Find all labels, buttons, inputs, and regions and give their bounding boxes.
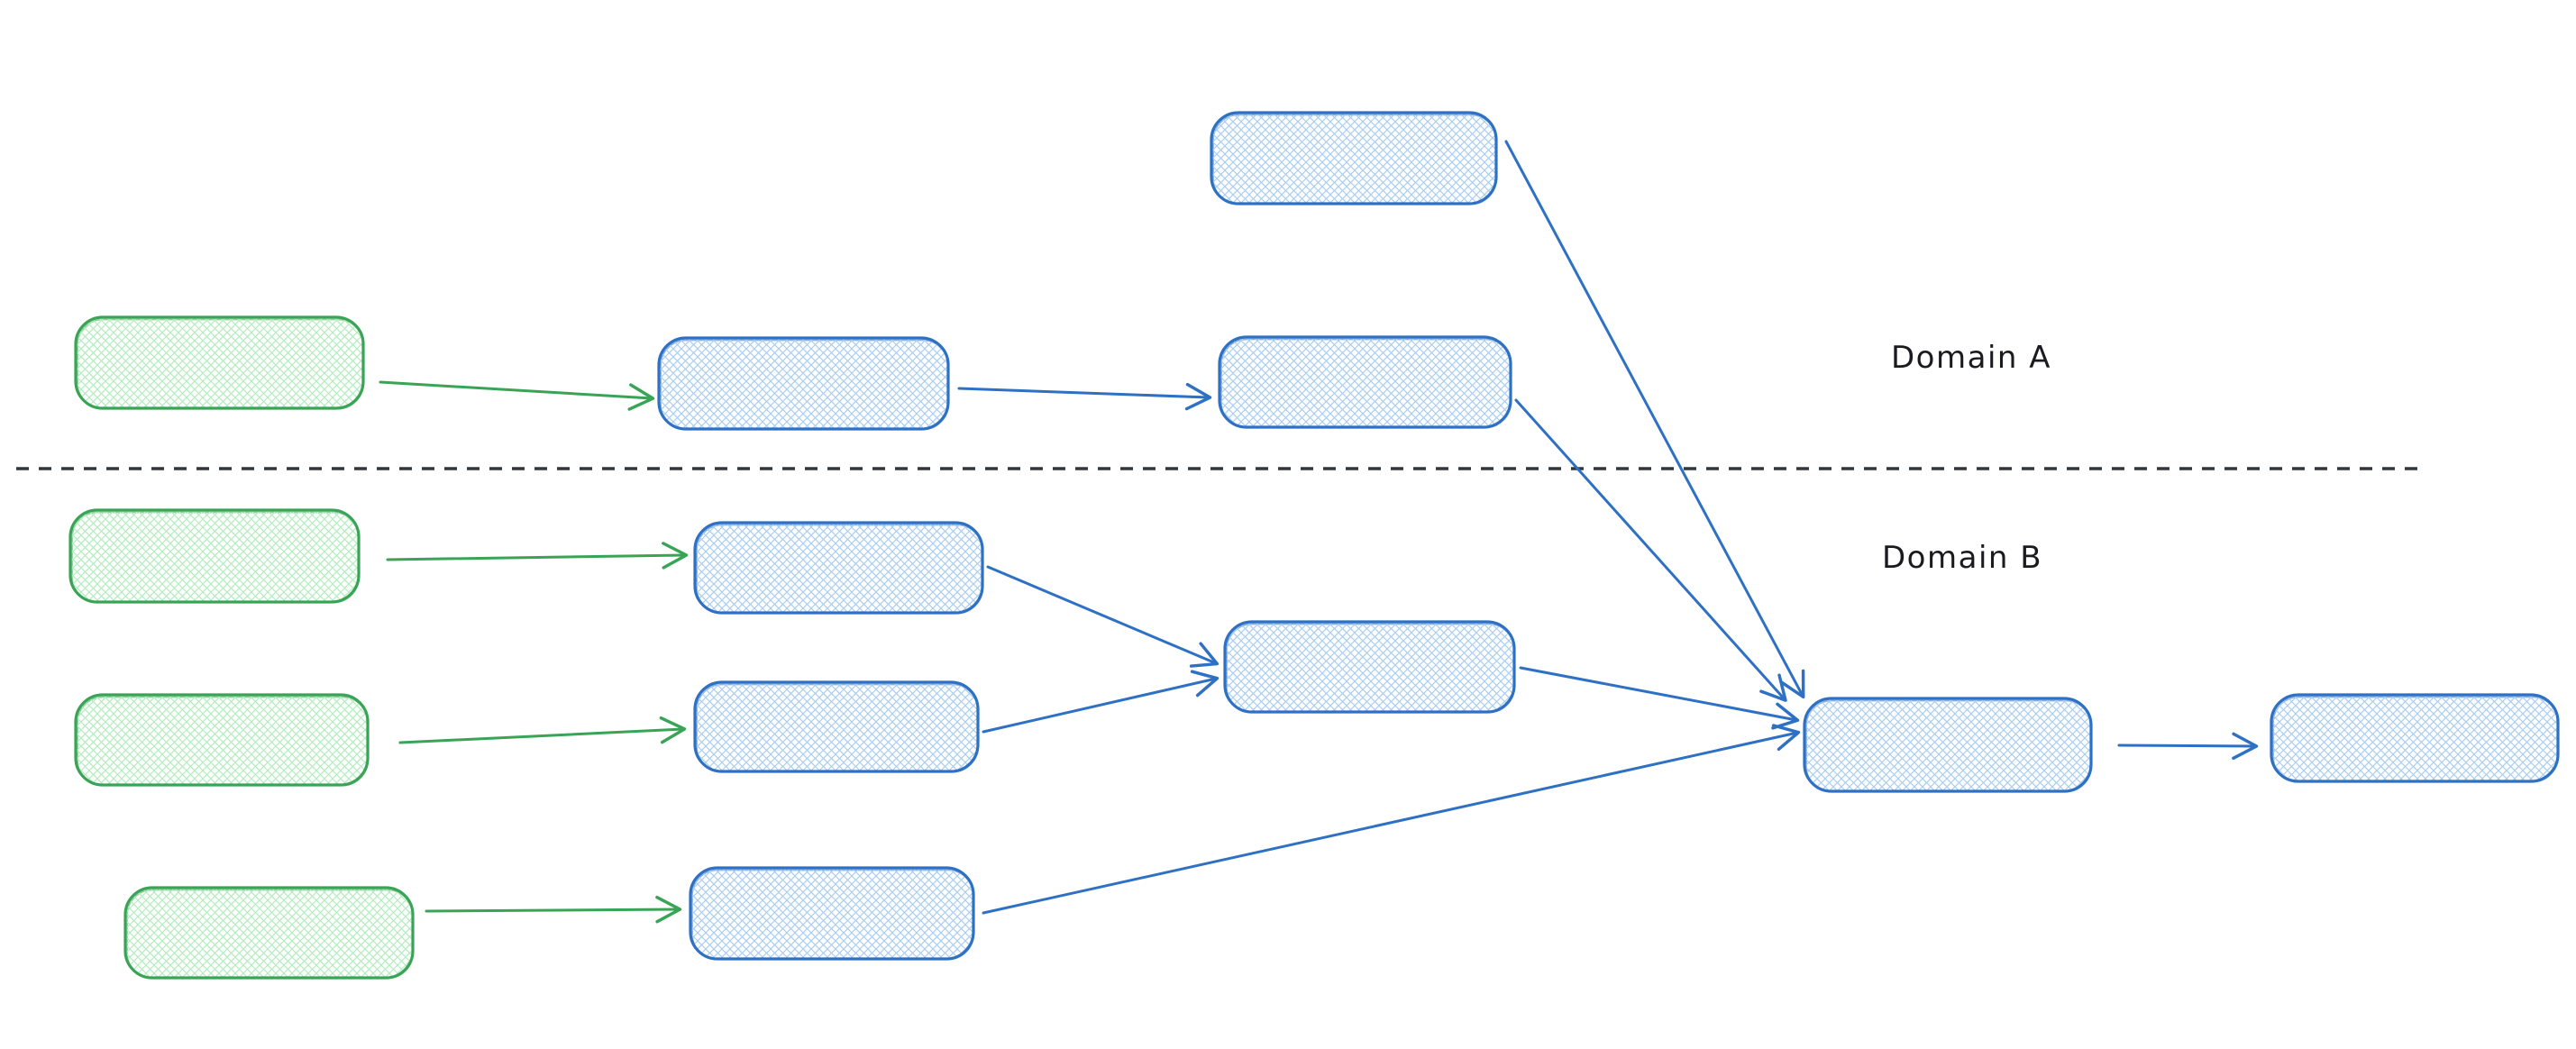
node-output[interactable] bbox=[2270, 693, 2560, 783]
node-domain-b-merge[interactable] bbox=[1223, 620, 1516, 714]
node-domain-a-input[interactable] bbox=[74, 315, 365, 410]
edge-domain-b-input-3-to-stage-3[interactable] bbox=[425, 895, 682, 924]
nodes-layer bbox=[69, 111, 2560, 980]
edge-domain-a-stage-1-to-stage-2[interactable] bbox=[957, 382, 1212, 411]
node-domain-b-input-2[interactable] bbox=[74, 693, 370, 787]
edge-domain-b-input-2-to-stage-2[interactable] bbox=[398, 716, 687, 744]
domain-a-label[interactable]: Domain A bbox=[1891, 340, 2051, 376]
domain-b-label[interactable]: Domain B bbox=[1882, 540, 2042, 576]
edge-aggregator-to-output[interactable] bbox=[2117, 732, 2259, 761]
node-domain-a-floating-source[interactable] bbox=[1210, 111, 1498, 205]
edge-domain-b-stage-2-to-merge[interactable] bbox=[982, 670, 1219, 734]
edges-layer bbox=[379, 140, 2259, 924]
edge-domain-b-input-1-to-stage-1[interactable] bbox=[386, 542, 689, 570]
edge-domain-a-stage-2-to-aggregator[interactable] bbox=[1514, 398, 1787, 702]
node-domain-b-stage-1[interactable] bbox=[693, 521, 984, 615]
edge-domain-b-merge-to-aggregator[interactable] bbox=[1519, 666, 1800, 730]
labels-layer: Domain A Domain B bbox=[1882, 340, 2051, 576]
edge-domain-a-floating-source-to-aggregator[interactable] bbox=[1504, 140, 1805, 699]
node-domain-a-stage-2[interactable] bbox=[1218, 335, 1512, 429]
edge-domain-a-input-to-stage-1[interactable] bbox=[379, 380, 655, 411]
edge-domain-b-stage-1-to-merge[interactable] bbox=[986, 565, 1219, 668]
node-domain-b-input-3[interactable] bbox=[123, 886, 415, 980]
node-domain-a-stage-1[interactable] bbox=[657, 336, 950, 431]
node-domain-b-stage-2[interactable] bbox=[693, 680, 980, 773]
edge-domain-b-stage-3-to-aggregator[interactable] bbox=[982, 724, 1801, 915]
node-domain-b-stage-3[interactable] bbox=[689, 866, 975, 961]
node-aggregator[interactable] bbox=[1803, 697, 2093, 793]
node-domain-b-input-1[interactable] bbox=[69, 508, 361, 604]
